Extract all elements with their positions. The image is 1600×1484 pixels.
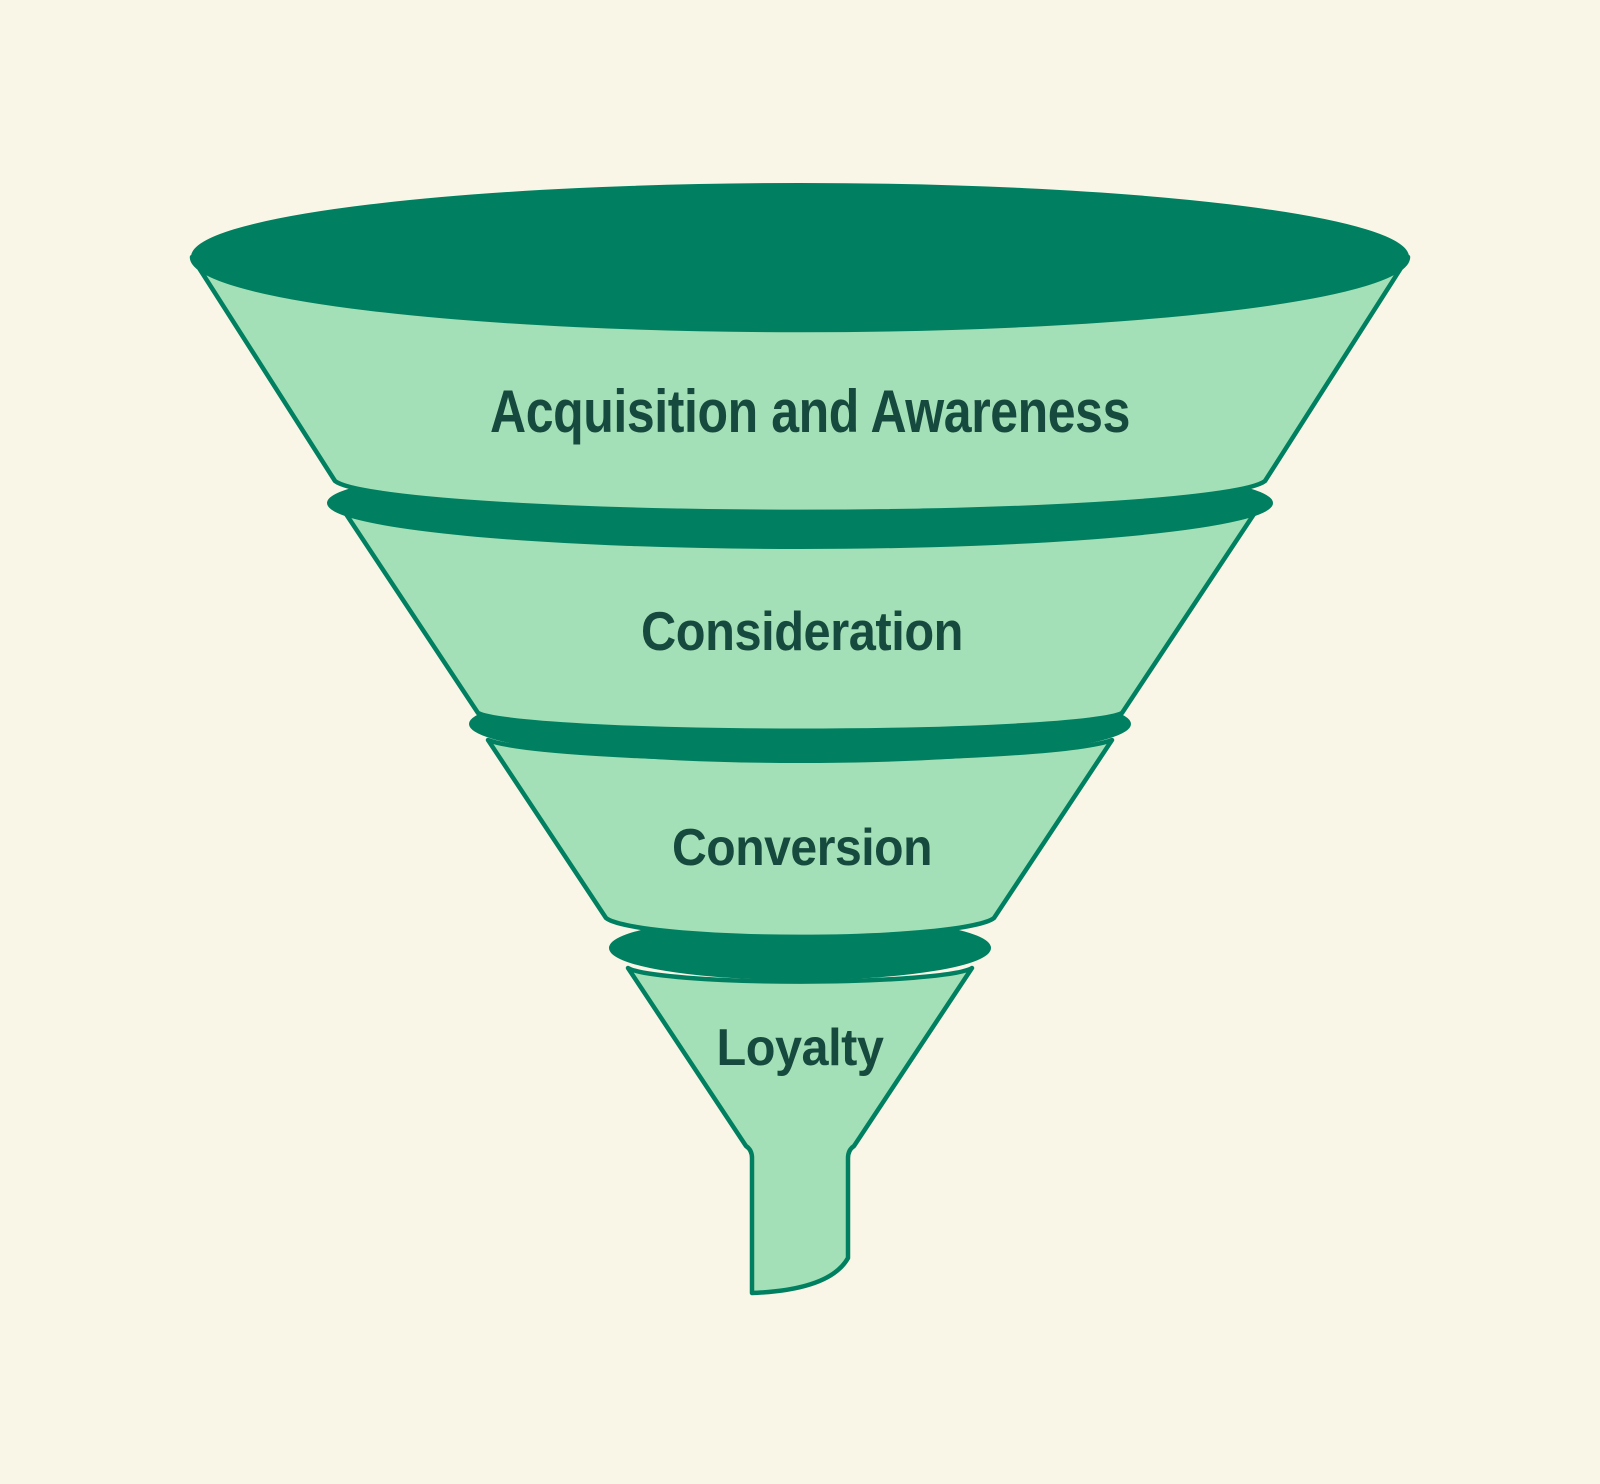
- stage-label-conversion: Conversion: [672, 819, 932, 877]
- stage-label-awareness: Acquisition and Awareness: [490, 378, 1130, 445]
- funnel-stage-loyalty-shape: [625, 965, 975, 1296]
- funnel-top-opening: [191, 183, 1409, 331]
- stage-label-consideration: Consideration: [641, 600, 963, 662]
- stage-label-loyalty: Loyalty: [717, 1019, 885, 1077]
